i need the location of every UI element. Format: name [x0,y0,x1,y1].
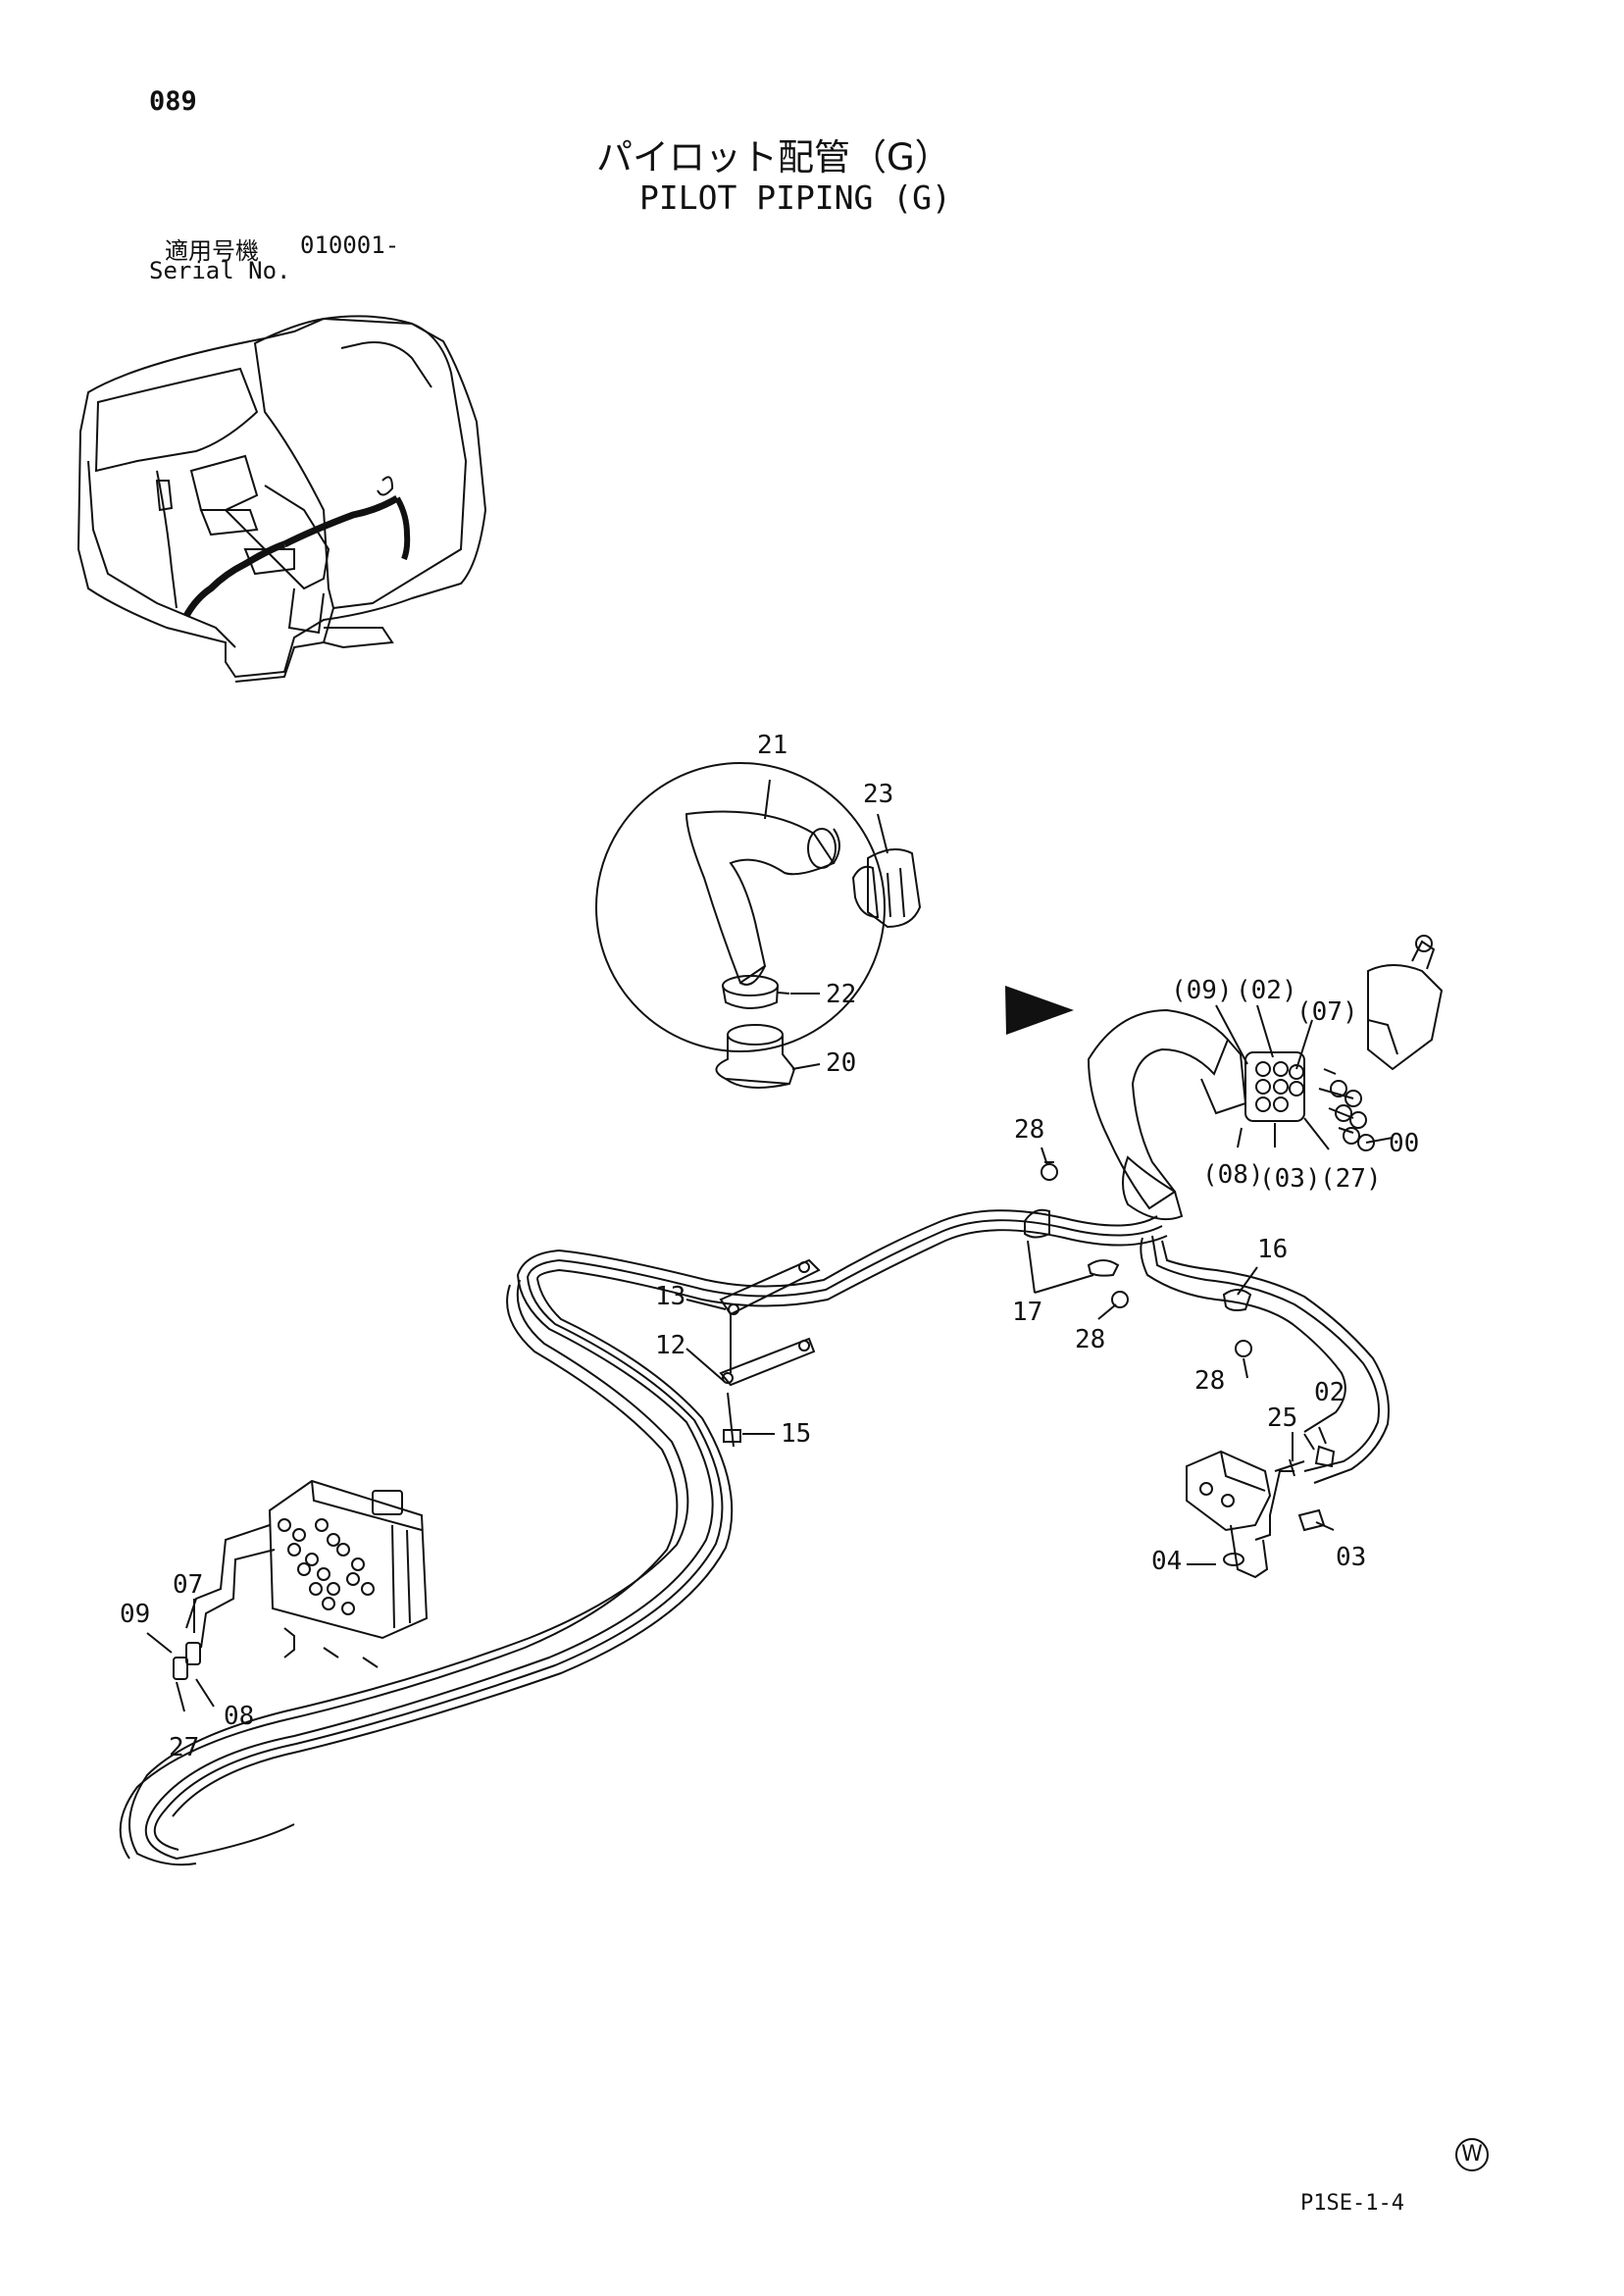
callout-17: 17 [1012,1298,1042,1327]
mark-symbol: W [1455,2138,1489,2171]
machine-overview-illustration [76,315,487,683]
callout-27-paren: (27) [1320,1164,1382,1194]
serial-number-value: 010001- [300,231,400,259]
serial-label-japanese: 適用号機 [165,237,259,265]
page-title-japanese: パイロット配管（G） [596,136,951,179]
callout-labels: 21 23 22 20 (09) (02) (07) (08) (03) (27… [120,731,1419,1762]
callout-02-paren: (02) [1236,976,1297,1005]
callout-12: 12 [655,1331,685,1360]
callout-08: 08 [224,1702,254,1731]
serial-label-english: Serial No. [149,257,291,284]
callout-28-top: 28 [1014,1115,1044,1145]
callout-28-right: 28 [1194,1366,1225,1396]
callout-04: 04 [1151,1547,1182,1576]
callout-07: 07 [173,1570,203,1600]
page-title-english: PILOT PIPING (G) [639,179,951,217]
callout-20: 20 [826,1048,856,1078]
detail-circle [595,762,1074,1089]
callout-03-paren: (03) [1259,1164,1321,1194]
callout-00: 00 [1389,1129,1419,1158]
callout-02: 02 [1314,1378,1345,1407]
callout-16: 16 [1257,1235,1288,1264]
upper-right-assembly [1087,935,1444,1220]
callout-21: 21 [757,731,787,760]
callout-15: 15 [781,1419,811,1449]
page-number: 089 [149,86,197,117]
clamps-and-brackets [685,1147,1258,1448]
callout-03: 03 [1336,1543,1366,1572]
hose-bundle [119,1209,1390,1866]
callout-25: 25 [1267,1403,1297,1433]
callout-09-paren: (09) [1171,976,1233,1005]
callout-27: 27 [169,1733,199,1762]
callout-09: 09 [120,1600,150,1629]
callout-28-middle: 28 [1075,1325,1105,1354]
control-valve [146,1479,429,1712]
lower-right-valve [1186,1426,1336,1579]
document-code: P1SE-1-4 [1300,2191,1404,2216]
callout-07-paren: (07) [1296,997,1358,1027]
callout-22: 22 [826,980,856,1009]
callout-23: 23 [863,780,893,809]
callout-13: 13 [655,1282,685,1311]
callout-08-paren: (08) [1202,1160,1264,1190]
